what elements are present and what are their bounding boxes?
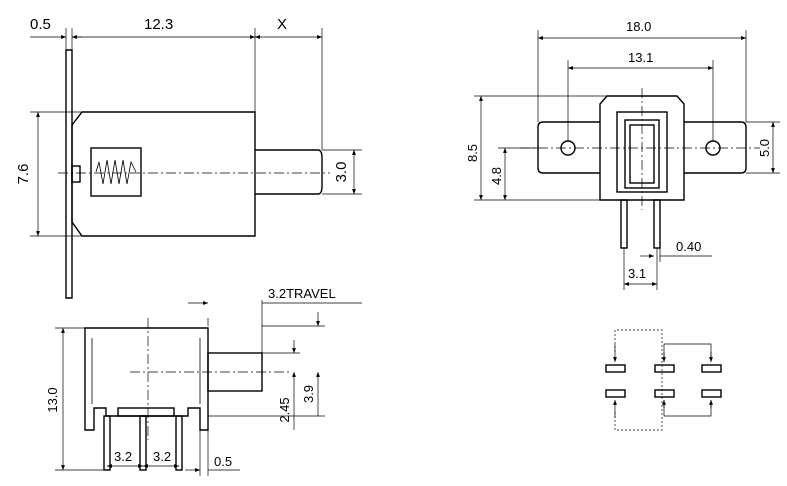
dim-axis-label: 3.9 — [301, 385, 316, 403]
dim-tab-label: 5.0 — [757, 139, 772, 157]
dim-offset-label: 2.45 — [277, 397, 292, 422]
front-view-pin-right — [653, 199, 661, 249]
pad-r2-c1 — [605, 389, 626, 398]
bottom-view-housing — [84, 327, 209, 431]
dim-actuator-label: 3.0 — [333, 162, 350, 183]
dim-front-height-label: 8.5 — [465, 144, 480, 162]
side-view-actuator — [255, 149, 323, 195]
bottom-view-pin-1 — [103, 415, 111, 471]
bottom-view-pin-3 — [175, 415, 183, 471]
spring-window — [90, 147, 142, 197]
pad-r1-c1 — [605, 364, 626, 373]
bottom-view-base — [117, 407, 175, 417]
pad-r1-c3 — [701, 364, 722, 373]
dim-thickness-label: 0.5 — [214, 454, 232, 469]
dim-height-label: 7.6 — [15, 164, 32, 185]
front-view: 18.0 13.1 8.5 4.8 5.0 0.40 3.1 — [465, 19, 780, 290]
spring-coil — [95, 159, 137, 185]
bottom-view: 3.2TRAVEL 13.0 3.2 3.2 0.5 2.45 3.9 — [45, 286, 362, 476]
dim-pitch-2-label: 3.2 — [153, 449, 171, 464]
dotted-connection — [614, 329, 663, 431]
pin-layout-diagram — [605, 329, 722, 431]
side-view-latch — [71, 165, 81, 183]
dim-width-label: 18.0 — [626, 19, 651, 34]
dim-travel-label: 3.2TRAVEL — [268, 286, 336, 301]
side-view-housing — [71, 111, 256, 237]
dim-length-label: 12.3 — [144, 16, 173, 33]
pad-r1-c2 — [654, 364, 675, 373]
solid-connection-top — [663, 343, 712, 362]
dim-holes-label: 13.1 — [628, 50, 653, 65]
dim-pitch-1-label: 3.2 — [114, 449, 132, 464]
pad-r2-c3 — [701, 389, 722, 398]
pad-r2-c2 — [654, 389, 675, 398]
side-view-flange — [65, 49, 73, 299]
dim-bottom-height-label: 13.0 — [45, 387, 60, 412]
bottom-view-pin-2 — [139, 415, 147, 471]
dim-pin-label: 0.40 — [676, 239, 701, 254]
dim-pitch-label: 3.1 — [628, 266, 646, 281]
dim-flange-label: 0.5 — [30, 16, 51, 33]
side-view: 0.5 12.3 X 7.6 3.0 — [15, 16, 362, 299]
front-view-tab-right — [684, 121, 747, 174]
front-view-tab-left — [537, 121, 600, 174]
dim-center-label: 4.8 — [489, 167, 504, 185]
dim-x-label: X — [277, 16, 287, 33]
solid-connection-bottom — [663, 400, 712, 417]
front-view-pin-left — [620, 199, 628, 249]
